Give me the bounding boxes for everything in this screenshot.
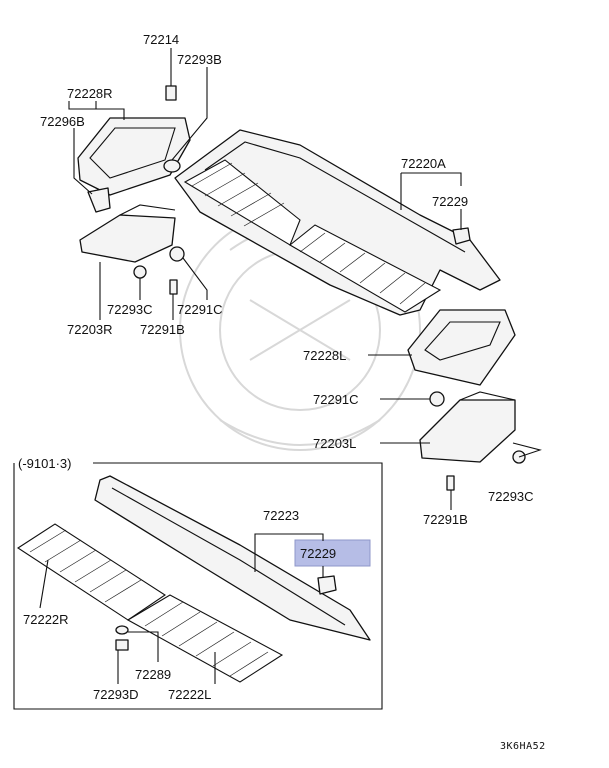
clip-72293b[interactable]: [163, 159, 181, 173]
bolt-72291c-left[interactable]: [169, 246, 185, 262]
label-72293d: 72293D: [93, 687, 139, 702]
tray-72223[interactable]: [94, 475, 371, 641]
inset-frame: (-9101·3): [13, 456, 383, 710]
inset-date-range: (-9101·3): [18, 456, 71, 471]
inset-leader-lines: [39, 533, 324, 684]
box-72228r[interactable]: [77, 117, 191, 196]
tray-72220a[interactable]: [174, 129, 501, 316]
upper-leader-lines: [68, 67, 542, 510]
nut-72289[interactable]: [115, 625, 129, 635]
upper-part-labels: 72214 72293B 72228R 72296B 72220A 72229 …: [40, 32, 534, 527]
bracket-72203r[interactable]: [79, 204, 176, 263]
clip-72229-inset[interactable]: [317, 575, 337, 595]
clip-72293c-left[interactable]: [133, 265, 147, 279]
label-72203r: 72203R: [67, 322, 113, 337]
screw-72291b-right[interactable]: [446, 475, 455, 491]
label-72291c-left: 72291C: [177, 302, 223, 317]
label-72222r: 72222R: [23, 612, 69, 627]
mat-72222r[interactable]: [16, 523, 166, 621]
label-72214: 72214: [143, 32, 179, 47]
bracket-72203l[interactable]: [419, 391, 516, 463]
inset-part-labels: 72223 72229 72222R 72289 72293D 72222L: [23, 508, 336, 702]
box-72228l[interactable]: [407, 309, 516, 386]
clip-72229-top[interactable]: [452, 227, 471, 245]
mat-72222l[interactable]: [126, 594, 284, 683]
label-72289: 72289: [135, 667, 171, 682]
label-72223: 72223: [263, 508, 299, 523]
label-72291b-right: 72291B: [423, 512, 468, 527]
label-72222l: 72222L: [168, 687, 211, 702]
screw-72214[interactable]: [165, 48, 177, 101]
label-72228l: 72228L: [303, 348, 346, 363]
clip-72293d[interactable]: [115, 639, 129, 651]
label-72203l: 72203L: [313, 436, 356, 451]
label-72220a: 72220A: [401, 156, 446, 171]
label-72229-highlight: 72229: [300, 546, 336, 561]
bolt-72291c-right[interactable]: [429, 391, 445, 407]
label-72291c-right: 72291C: [313, 392, 359, 407]
label-72229-top: 72229: [432, 194, 468, 209]
label-72228r: 72228R: [67, 86, 113, 101]
label-72293c-right: 72293C: [488, 489, 534, 504]
clip-72296b[interactable]: [87, 187, 111, 213]
diagram-code: 3K6HA52: [500, 741, 546, 752]
screw-72291b-left[interactable]: [169, 279, 178, 295]
label-72293b: 72293B: [177, 52, 222, 67]
label-72296b: 72296B: [40, 114, 85, 129]
label-72291b-left: 72291B: [140, 322, 185, 337]
label-72293c-left: 72293C: [107, 302, 153, 317]
highlight-72229[interactable]: [294, 539, 371, 567]
